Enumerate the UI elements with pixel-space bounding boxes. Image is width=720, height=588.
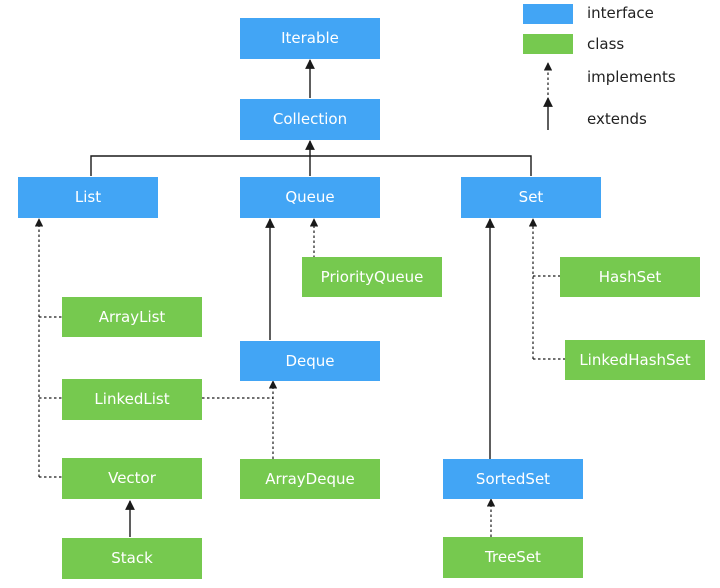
node-queue: Queue: [240, 177, 380, 218]
node-arraylist: ArrayList: [62, 297, 202, 337]
edge-linkedlist-deque: [202, 380, 278, 399]
node-deque: Deque: [240, 341, 380, 381]
legend-interface-swatch: [523, 4, 573, 24]
node-iterable: Iterable: [240, 18, 380, 59]
node-set: Set: [461, 177, 601, 218]
node-priorityqueue: PriorityQueue: [302, 257, 442, 297]
legend-class-swatch: [523, 34, 573, 54]
legend-extends-label: extends: [587, 110, 647, 128]
edge-set-collection: [310, 155, 532, 176]
node-treeset: TreeSet: [443, 537, 583, 578]
edge-list-collection: [90, 155, 310, 176]
legend-interface-label: interface: [587, 4, 654, 22]
node-sortedset: SortedSet: [443, 459, 583, 499]
legend-implements-label: implements: [587, 68, 676, 86]
node-linkedlist: LinkedList: [62, 379, 202, 420]
implements-connectors: [34, 218, 565, 537]
legend-class-label: class: [587, 35, 625, 53]
node-stack: Stack: [62, 538, 202, 579]
node-list: List: [18, 177, 158, 218]
extends-connectors: [90, 59, 532, 537]
node-vector: Vector: [62, 458, 202, 499]
node-arraydeque: ArrayDeque: [240, 459, 380, 499]
node-linkedhashset: LinkedHashSet: [565, 340, 705, 380]
node-collection: Collection: [240, 99, 380, 140]
node-hashset: HashSet: [560, 257, 700, 297]
